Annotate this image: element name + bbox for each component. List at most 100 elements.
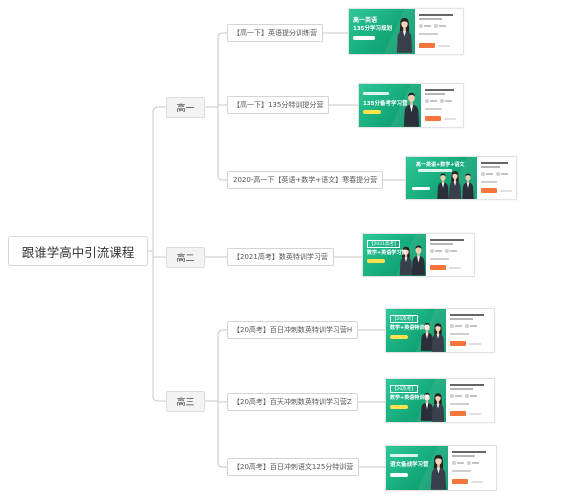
avatar — [496, 172, 500, 176]
thumbnail-text-bar — [390, 454, 418, 457]
course-node: 【高一下】135分特训提分营 — [227, 96, 330, 114]
teacher-figure — [396, 14, 413, 54]
teacher-figure — [461, 171, 475, 199]
text-line — [424, 25, 431, 27]
teacher-figure — [431, 321, 445, 352]
avatar — [481, 172, 485, 176]
avatar — [445, 249, 449, 253]
text-line — [472, 462, 479, 464]
course-node: 【20高考】百日冲刺数英特训学习营H — [227, 321, 359, 339]
avatar — [425, 99, 429, 103]
teacher-figure — [403, 89, 420, 127]
text-line — [470, 395, 477, 397]
thumbnail-banner: 语文备战学习营 — [386, 446, 448, 490]
course-thumbnail: 高一英语 135分学习规划 — [348, 8, 464, 55]
text-line — [419, 18, 443, 20]
course-node: 【2021高考】数英特训学习营 — [227, 248, 334, 266]
text-line — [430, 239, 464, 241]
course-node: 【高一下】英语提分训练营 — [227, 24, 323, 42]
thumbnail-info — [426, 234, 474, 276]
text-line — [430, 100, 437, 102]
text-line — [450, 318, 474, 320]
thumbnail-info — [477, 157, 516, 199]
text-line — [425, 108, 442, 110]
thumbnail-banner: 【20高考】 数学+英语特训营 — [386, 309, 446, 352]
grade-trunk — [152, 106, 166, 402]
text-line — [450, 388, 474, 390]
signup-button-thumbnail — [430, 265, 446, 270]
grade-node-1: 高一 — [166, 97, 205, 118]
text-line — [469, 343, 481, 345]
thumbnail-banner: 135分备考学习营 — [359, 84, 421, 127]
text-line — [469, 413, 481, 415]
grade-3-trunk — [217, 329, 227, 468]
avatar — [465, 324, 469, 328]
text-line — [439, 25, 446, 27]
text-line — [481, 181, 497, 183]
thumbnail-info — [446, 309, 494, 352]
text-line — [445, 100, 452, 102]
text-line — [471, 481, 483, 483]
text-line — [425, 89, 455, 91]
thumbnail-info — [448, 446, 496, 490]
text-line — [430, 258, 450, 260]
text-line — [501, 173, 508, 175]
course-node: 【20高考】百天冲刺数英特训学习营Z — [227, 393, 358, 411]
text-line — [425, 93, 446, 95]
avatar — [440, 99, 444, 103]
text-line — [455, 325, 462, 327]
course-thumbnail: 语文备战学习营 — [385, 445, 497, 491]
avatar — [450, 394, 454, 398]
thumbnail-banner: 【20高考】 数学+英语特训营 — [386, 379, 446, 422]
thumbnail-headline: 135分备考学习营 — [363, 101, 408, 107]
text-line — [452, 451, 486, 453]
teacher-figure — [448, 169, 462, 199]
thumbnail-headline: 高一英语 — [353, 17, 378, 24]
course-thumbnail: 135分备考学习营 — [358, 83, 464, 128]
signup-button-thumbnail — [450, 411, 466, 416]
thumbnail-headline: 数学+英语特训营 — [390, 395, 430, 401]
grade-node-3: 高三 — [166, 391, 205, 412]
thumbnail-banner: 高一英语+数学+语文 — [406, 157, 477, 199]
teacher-figure — [431, 391, 445, 422]
text-line — [450, 403, 470, 405]
text-line — [438, 45, 450, 47]
course-node: 2020-高一下【英语+数学+语文】寒春提分营 — [227, 171, 384, 189]
thumbnail-tag: 【2021高考】 — [367, 240, 401, 248]
signup-button-thumbnail — [425, 116, 441, 121]
teacher-figure — [411, 242, 426, 276]
text-line — [449, 267, 461, 269]
course-thumbnail: 【20高考】 数学+英语特训营 — [385, 378, 495, 423]
thumbnail-banner: 【2021高考】 数学+英语学习营 — [363, 234, 426, 276]
text-line — [452, 470, 472, 472]
thumbnail-pill — [390, 473, 408, 477]
text-line — [470, 325, 477, 327]
thumbnail-pill — [390, 405, 408, 409]
avatar — [467, 461, 471, 465]
avatar — [465, 394, 469, 398]
grade-node-2: 高二 — [166, 247, 205, 268]
thumbnail-info — [446, 379, 494, 422]
text-line — [450, 333, 470, 335]
text-line — [481, 166, 500, 168]
text-line — [419, 33, 439, 35]
text-line — [450, 314, 484, 316]
thumbnail-pill — [353, 36, 375, 40]
thumbnail-subheadline: 135分学习规划 — [353, 26, 392, 32]
thumbnail-banner: 高一英语 135分学习规划 — [349, 9, 415, 54]
text-line — [419, 14, 453, 16]
signup-button-thumbnail — [450, 341, 466, 346]
thumbnail-headline: 数学+英语特训营 — [390, 325, 430, 331]
text-line — [444, 118, 456, 120]
thumbnail-info — [421, 84, 463, 127]
text-line — [500, 190, 512, 192]
thumbnail-pill — [363, 110, 381, 114]
course-thumbnail: 【2021高考】 数学+英语学习营 — [362, 233, 475, 277]
text-line — [430, 243, 454, 245]
thumbnail-tag: 【20高考】 — [390, 385, 418, 393]
avatar — [452, 461, 456, 465]
signup-button-thumbnail — [419, 43, 435, 48]
thumbnail-info — [415, 9, 463, 54]
thumbnail-headline: 数学+英语学习营 — [367, 250, 407, 256]
text-line — [435, 250, 442, 252]
